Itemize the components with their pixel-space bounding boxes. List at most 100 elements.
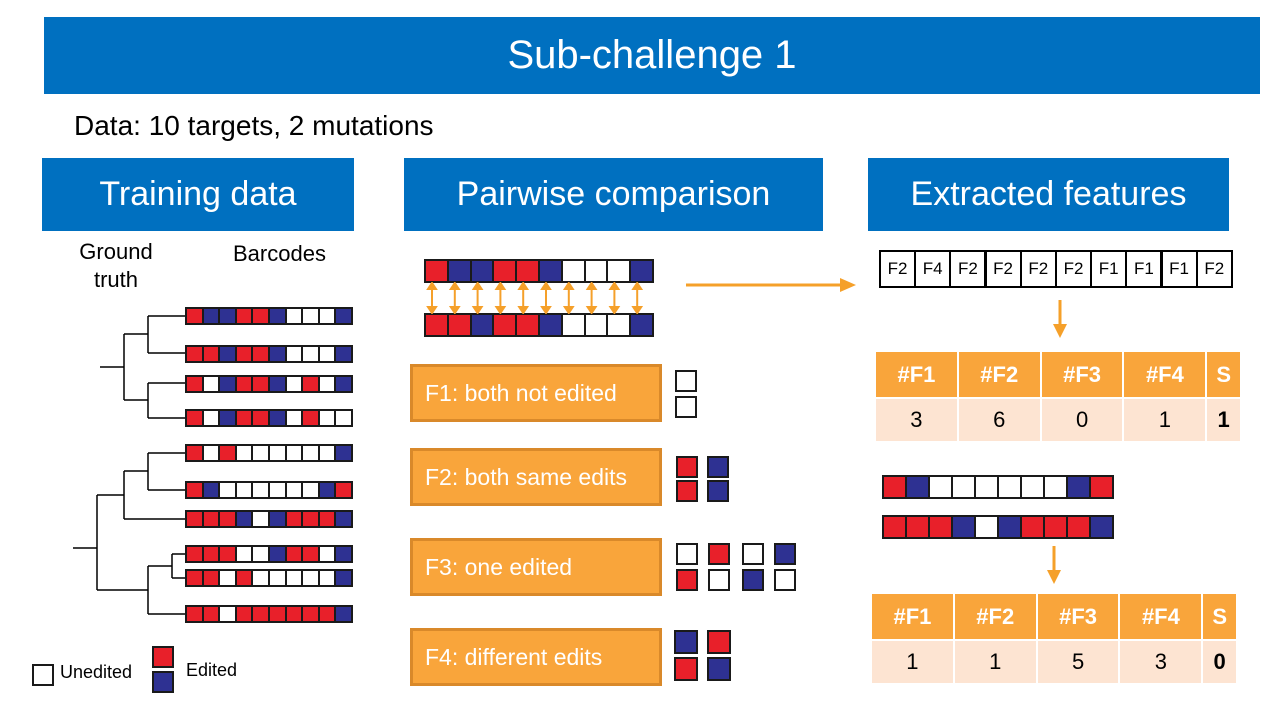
arrow-head-up bbox=[540, 282, 552, 290]
arrow-head-down bbox=[562, 306, 575, 314]
arrow-head-up bbox=[426, 282, 438, 290]
table-row: 1 1 5 3 0 bbox=[870, 639, 1238, 685]
section-header-features: Extracted features bbox=[868, 158, 1229, 231]
arrow-head-up bbox=[631, 282, 644, 290]
feature-box-f1: F1: both not edited bbox=[410, 364, 662, 422]
table1-header-f3: #F3 bbox=[1039, 350, 1125, 399]
example-barcode-c-cell bbox=[974, 475, 999, 499]
example-barcode-d-cell bbox=[951, 515, 976, 539]
table-header-row: #F1 #F2 #F3 #F4 S bbox=[870, 592, 1238, 641]
example-barcode-d-cell bbox=[997, 515, 1022, 539]
arrow-head-up bbox=[608, 282, 621, 290]
example-barcode-d-cell bbox=[1043, 515, 1068, 539]
arrow-head-up bbox=[585, 282, 598, 290]
training-barcode-cell bbox=[334, 444, 353, 462]
arrow-head-up bbox=[448, 282, 461, 290]
feature-sequence-cell: F2 bbox=[949, 250, 987, 288]
feature-f1-label: F1: both not edited bbox=[425, 379, 617, 406]
feature-sequence-cell: F2 bbox=[1019, 250, 1057, 288]
example-barcode-d-cell bbox=[1089, 515, 1114, 539]
table1-cell-f2: 6 bbox=[956, 397, 1042, 443]
training-barcode-cell bbox=[334, 481, 353, 499]
feature-sequence-cell: F1 bbox=[1125, 250, 1163, 288]
arrow-down-2 bbox=[1047, 546, 1061, 584]
pair-barcode-a-cell bbox=[560, 259, 586, 283]
example-barcode-c-cell bbox=[997, 475, 1022, 499]
pair-barcode-b-cell bbox=[446, 313, 472, 337]
training-barcode-cell bbox=[334, 605, 353, 623]
example-barcode-c-cell bbox=[1043, 475, 1068, 499]
arrow-head-down bbox=[471, 306, 484, 314]
table2-header-f4: #F4 bbox=[1118, 592, 1204, 641]
table2-header-f1: #F1 bbox=[870, 592, 955, 641]
ground-truth-tree bbox=[73, 315, 185, 615]
legend-unedited-swatch bbox=[32, 664, 54, 686]
feature-sequence-cell: F4 bbox=[914, 250, 952, 288]
table1-cell-s: 1 bbox=[1205, 397, 1242, 443]
section-header-training: Training data bbox=[42, 158, 354, 231]
arrow-head-up bbox=[562, 282, 575, 290]
feature-sequence-cell: F1 bbox=[1090, 250, 1128, 288]
feature-box-f3: F3: one edited bbox=[410, 538, 662, 596]
table1-header-f1: #F1 bbox=[874, 350, 959, 399]
legend-unedited-label: Unedited bbox=[60, 662, 133, 682]
arrow-to-features bbox=[686, 278, 856, 292]
example-barcode-d-cell bbox=[882, 515, 907, 539]
arrow-head-down bbox=[585, 306, 598, 314]
example-barcode-d-cell bbox=[974, 515, 999, 539]
table2-cell-f2: 1 bbox=[952, 639, 1038, 685]
training-barcode-cell bbox=[334, 569, 353, 587]
training-barcode-cell bbox=[334, 307, 353, 325]
comparison-arrows bbox=[426, 282, 644, 314]
table-header-row: #F1 #F2 #F3 #F4 S bbox=[874, 350, 1242, 399]
training-barcode-cell bbox=[334, 510, 353, 528]
example-barcode-c-cell bbox=[882, 475, 907, 499]
feature-table-1: #F1 #F2 #F3 #F4 S 3 6 0 1 1 bbox=[874, 350, 1242, 443]
legend-edited-label: Edited bbox=[186, 660, 238, 680]
arrow-head-down bbox=[494, 306, 507, 314]
table1-header-f2: #F2 bbox=[956, 350, 1042, 399]
pair-barcode-b-cell bbox=[629, 313, 654, 337]
arrow-head-up bbox=[471, 282, 484, 290]
pair-barcode-a-cell bbox=[583, 259, 609, 283]
feature-f4-label: F4: different edits bbox=[425, 643, 603, 670]
table2-cell-f3: 5 bbox=[1035, 639, 1121, 685]
legend-edited-red-swatch bbox=[152, 646, 174, 668]
feature-table-2: #F1 #F2 #F3 #F4 S 1 1 5 3 0 bbox=[870, 592, 1238, 685]
example-barcode-c-cell bbox=[1066, 475, 1091, 499]
pair-barcode-a-cell bbox=[629, 259, 654, 283]
ground-truth-line2: truth bbox=[93, 267, 139, 292]
pair-barcode-b-cell bbox=[492, 313, 518, 337]
table1-header-s: S bbox=[1205, 350, 1242, 399]
pair-barcode-a-cell bbox=[424, 259, 449, 283]
arrow-head-up bbox=[517, 282, 530, 290]
pair-barcode-b-cell bbox=[424, 313, 449, 337]
example-barcode-c-cell bbox=[905, 475, 930, 499]
pair-barcode-b-cell bbox=[469, 313, 495, 337]
training-barcode-cell bbox=[334, 545, 353, 563]
arrow-head-down bbox=[631, 306, 644, 314]
arrow-head-down bbox=[426, 306, 438, 314]
feature-sequence-cell: F2 bbox=[1055, 250, 1092, 288]
arrow-head-down bbox=[540, 306, 552, 314]
pair-barcode-b-cell bbox=[538, 313, 563, 337]
example-barcode-d-cell bbox=[928, 515, 953, 539]
feature-box-f4: F4: different edits bbox=[410, 628, 662, 686]
table1-cell-f3: 0 bbox=[1039, 397, 1125, 443]
example-barcode-d-cell bbox=[1020, 515, 1045, 539]
example-barcode-c-cell bbox=[1089, 475, 1114, 499]
table2-header-s: S bbox=[1201, 592, 1238, 641]
arrow-down-1 bbox=[1053, 300, 1067, 338]
feature-f2-label: F2: both same edits bbox=[425, 463, 627, 490]
example-barcode-d-cell bbox=[1066, 515, 1091, 539]
example-barcode-c-cell bbox=[951, 475, 976, 499]
example-barcode-c-cell bbox=[1020, 475, 1045, 499]
feature-box-f2: F2: both same edits bbox=[410, 448, 662, 506]
pair-barcode-b-cell bbox=[583, 313, 609, 337]
ground-truth-label: Ground truth bbox=[66, 238, 166, 294]
page-title: Sub-challenge 1 bbox=[44, 17, 1260, 94]
data-description: Data: 10 targets, 2 mutations bbox=[74, 110, 434, 141]
feature-f3-label: F3: one edited bbox=[425, 553, 573, 580]
pair-barcode-a-cell bbox=[538, 259, 563, 283]
table1-header-f4: #F4 bbox=[1122, 350, 1208, 399]
